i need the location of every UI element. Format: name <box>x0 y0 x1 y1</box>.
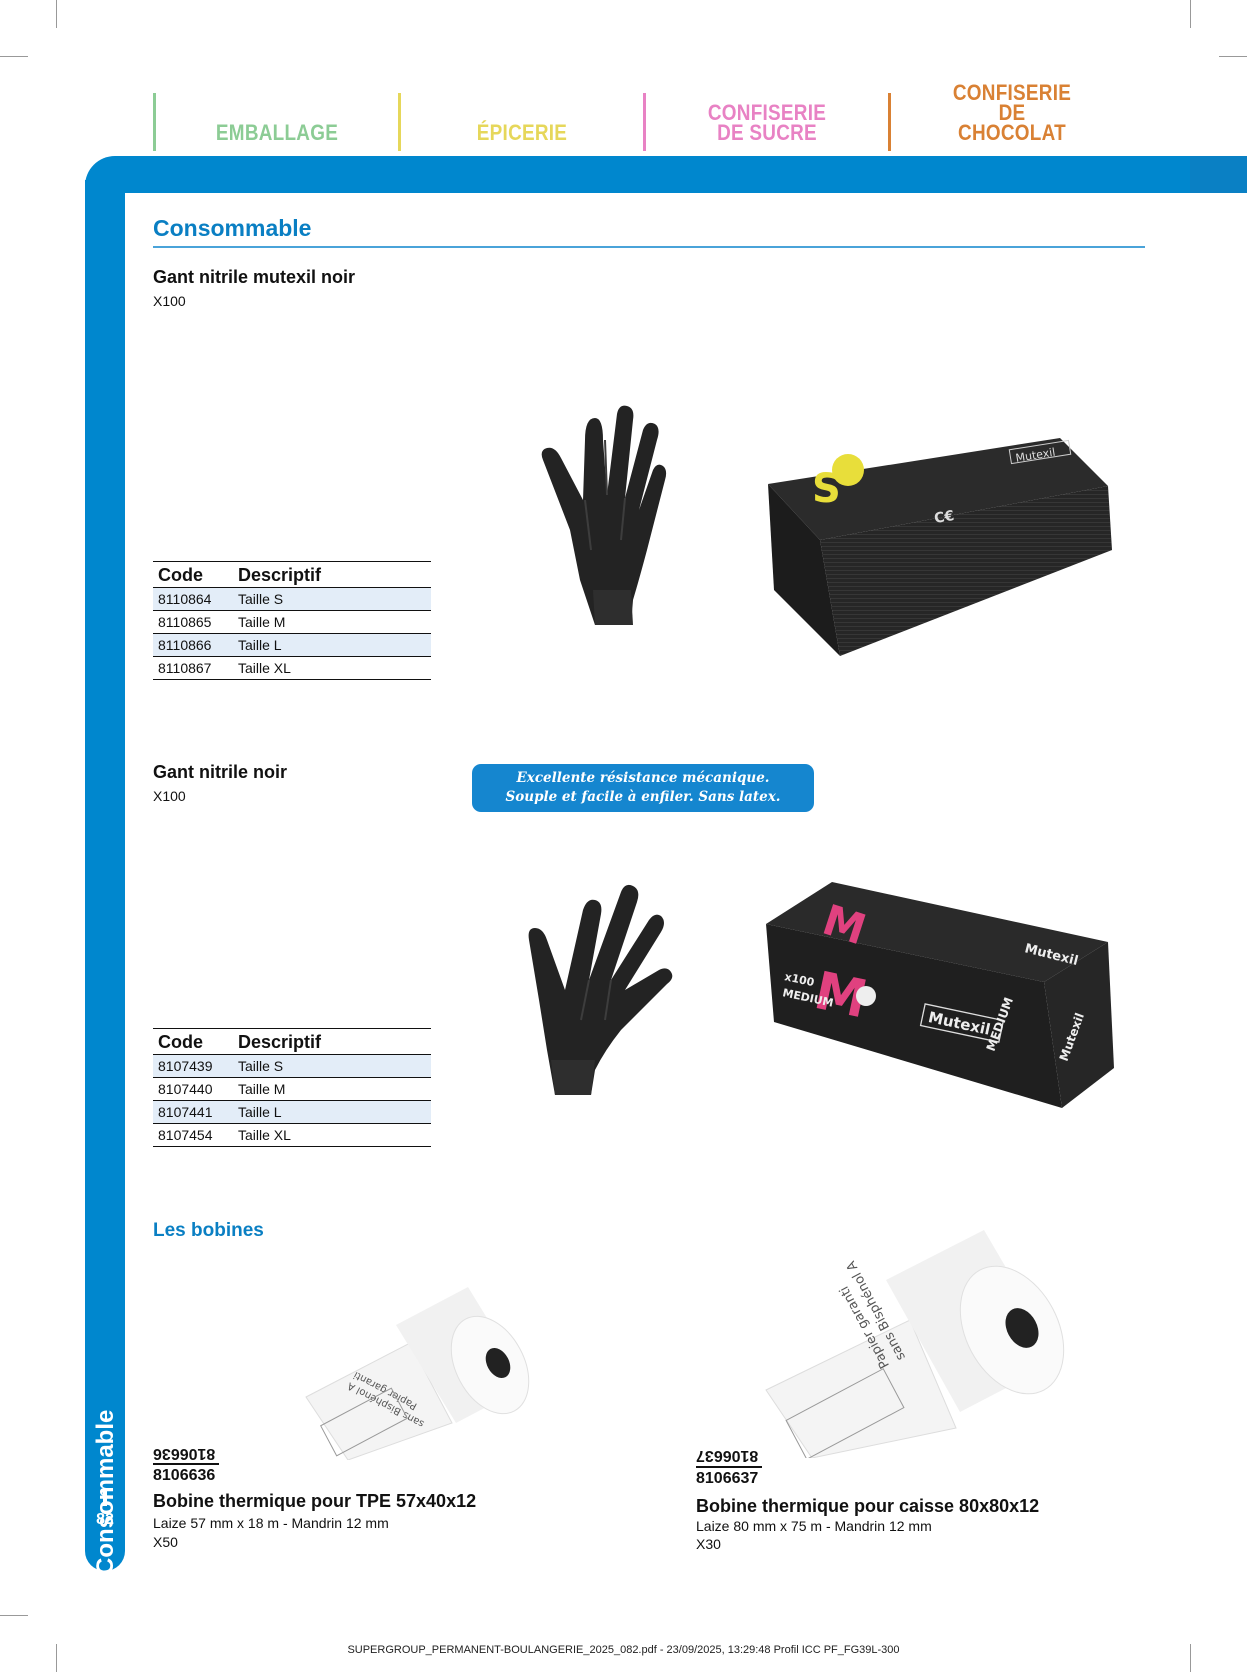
crop-mark <box>1190 1644 1191 1672</box>
header-band-edge <box>1190 156 1247 193</box>
box-count: x100 <box>783 970 815 989</box>
product-spec: Laize 57 mm x 18 m - Mandrin 12 mm <box>153 1515 389 1531</box>
product-pack: X50 <box>153 1534 178 1550</box>
print-footer: SUPERGROUP_PERMANENT-BOULANGERIE_2025_08… <box>347 1644 900 1656</box>
paper-roll-image: Papier garanti sans Bisphénol A <box>305 1287 530 1460</box>
product-code: 8106636 <box>153 1467 216 1484</box>
feature-badge: Excellente résistance mécanique. Souple … <box>472 764 814 812</box>
tab-confiserie-chocolat[interactable]: CONFISERIE DE CHOCOLAT <box>888 80 1133 151</box>
product-pack: X30 <box>696 1536 721 1552</box>
table-header-row: Code Descriptif <box>153 1028 431 1055</box>
code-divider <box>153 1463 219 1465</box>
badge-line: Souple et facile à enfiler. Sans latex. <box>505 789 781 805</box>
product-spec: Laize 80 mm x 75 m - Mandrin 12 mm <box>696 1518 932 1534</box>
table-cell: Taille M <box>233 610 431 634</box>
box-brand: Mutexil <box>1015 446 1057 465</box>
tab-epicerie[interactable]: ÉPICERIE <box>398 93 643 151</box>
table-cell: 8107440 <box>153 1077 233 1101</box>
table-cell: 8110867 <box>153 656 233 680</box>
table-header: Code <box>153 561 233 588</box>
content-panel <box>125 193 1247 1633</box>
table-cell: 8110866 <box>153 633 233 657</box>
table-cell: Taille L <box>233 1100 431 1124</box>
paper-roll-image: Papier garanti sans Bisphénol A <box>765 1230 1065 1458</box>
product-code-mirrored: 8106636 <box>153 1445 216 1462</box>
tab-confiserie-sucre[interactable]: CONFISERIE DE SUCRE <box>643 93 888 151</box>
table-cell: Taille M <box>233 1077 431 1101</box>
table-row: 8110864 Taille S <box>153 587 431 611</box>
table-cell: Taille XL <box>233 656 431 680</box>
table-row: 8110866 Taille L <box>153 633 431 657</box>
table-header-row: Code Descriptif <box>153 561 431 588</box>
box-size-letter: S <box>812 466 841 512</box>
table-row: 8110867 Taille XL <box>153 656 431 680</box>
side-band <box>85 180 125 1571</box>
table-header: Code <box>153 1028 233 1055</box>
table-row: 8110865 Taille M <box>153 610 431 634</box>
subsection-title: Les bobines <box>153 1220 264 1241</box>
crop-mark <box>56 0 57 28</box>
product-title: Gant nitrile mutexil noir <box>153 267 356 287</box>
section-title: Consommable <box>153 215 312 241</box>
glove-box-image: M M x100 MEDIUM Mutexil Mutexil MEDIUM M… <box>766 882 1114 1108</box>
glove-image <box>541 405 667 625</box>
product-code: 8106637 <box>696 1470 759 1487</box>
code-divider <box>696 1466 762 1468</box>
crop-mark <box>0 56 28 57</box>
product-pack: X100 <box>153 293 186 309</box>
table-row: 8107454 Taille XL <box>153 1123 431 1147</box>
tab-label: CONFISERIE DE CHOCOLAT <box>952 80 1072 145</box>
table-cell: Taille S <box>233 587 431 611</box>
crop-mark <box>56 1644 57 1672</box>
header-band <box>85 156 1247 193</box>
table-cell: 8107439 <box>153 1054 233 1078</box>
crop-mark <box>0 1615 28 1616</box>
page-number: 82 <box>96 1511 114 1528</box>
table-cell: Taille L <box>233 633 431 657</box>
product-table: Code Descriptif 8110864 Taille S 8110865… <box>153 561 431 680</box>
product-table: Code Descriptif 8107439 Taille S 8107440… <box>153 1028 431 1147</box>
table-cell: 8107441 <box>153 1100 233 1124</box>
crop-mark <box>1190 0 1191 28</box>
table-cell: 8110865 <box>153 610 233 634</box>
tab-label: ÉPICERIE <box>476 120 568 145</box>
table-header: Descriptif <box>233 1028 431 1055</box>
side-divider <box>103 1488 107 1506</box>
svg-text:C€: C€ <box>933 508 955 527</box>
crop-mark <box>1219 56 1247 57</box>
tab-label: CONFISERIE DE SUCRE <box>707 100 827 145</box>
table-row: 8107440 Taille M <box>153 1077 431 1101</box>
product-code-mirrored: 8106637 <box>696 1447 759 1464</box>
table-cell: Taille S <box>233 1054 431 1078</box>
product-title: Bobine thermique pour caisse 80x80x12 <box>696 1496 1040 1516</box>
product-title: Gant nitrile noir <box>153 762 288 782</box>
table-row: 8107439 Taille S <box>153 1054 431 1078</box>
tab-label: EMBALLAGE <box>215 120 339 145</box>
product-pack: X100 <box>153 788 186 804</box>
glove-box-image: S Mutexil C€ <box>768 438 1112 656</box>
table-cell: 8110864 <box>153 587 233 611</box>
tab-emballage[interactable]: EMBALLAGE <box>153 93 398 151</box>
table-cell: Taille XL <box>233 1123 431 1147</box>
product-title: Bobine thermique pour TPE 57x40x12 <box>153 1491 477 1511</box>
glove-image <box>528 884 673 1095</box>
section-divider <box>153 246 1145 248</box>
table-header: Descriptif <box>233 561 431 588</box>
badge-line: Excellente résistance mécanique. <box>516 770 770 786</box>
table-cell: 8107454 <box>153 1123 233 1147</box>
table-row: 8107441 Taille L <box>153 1100 431 1124</box>
